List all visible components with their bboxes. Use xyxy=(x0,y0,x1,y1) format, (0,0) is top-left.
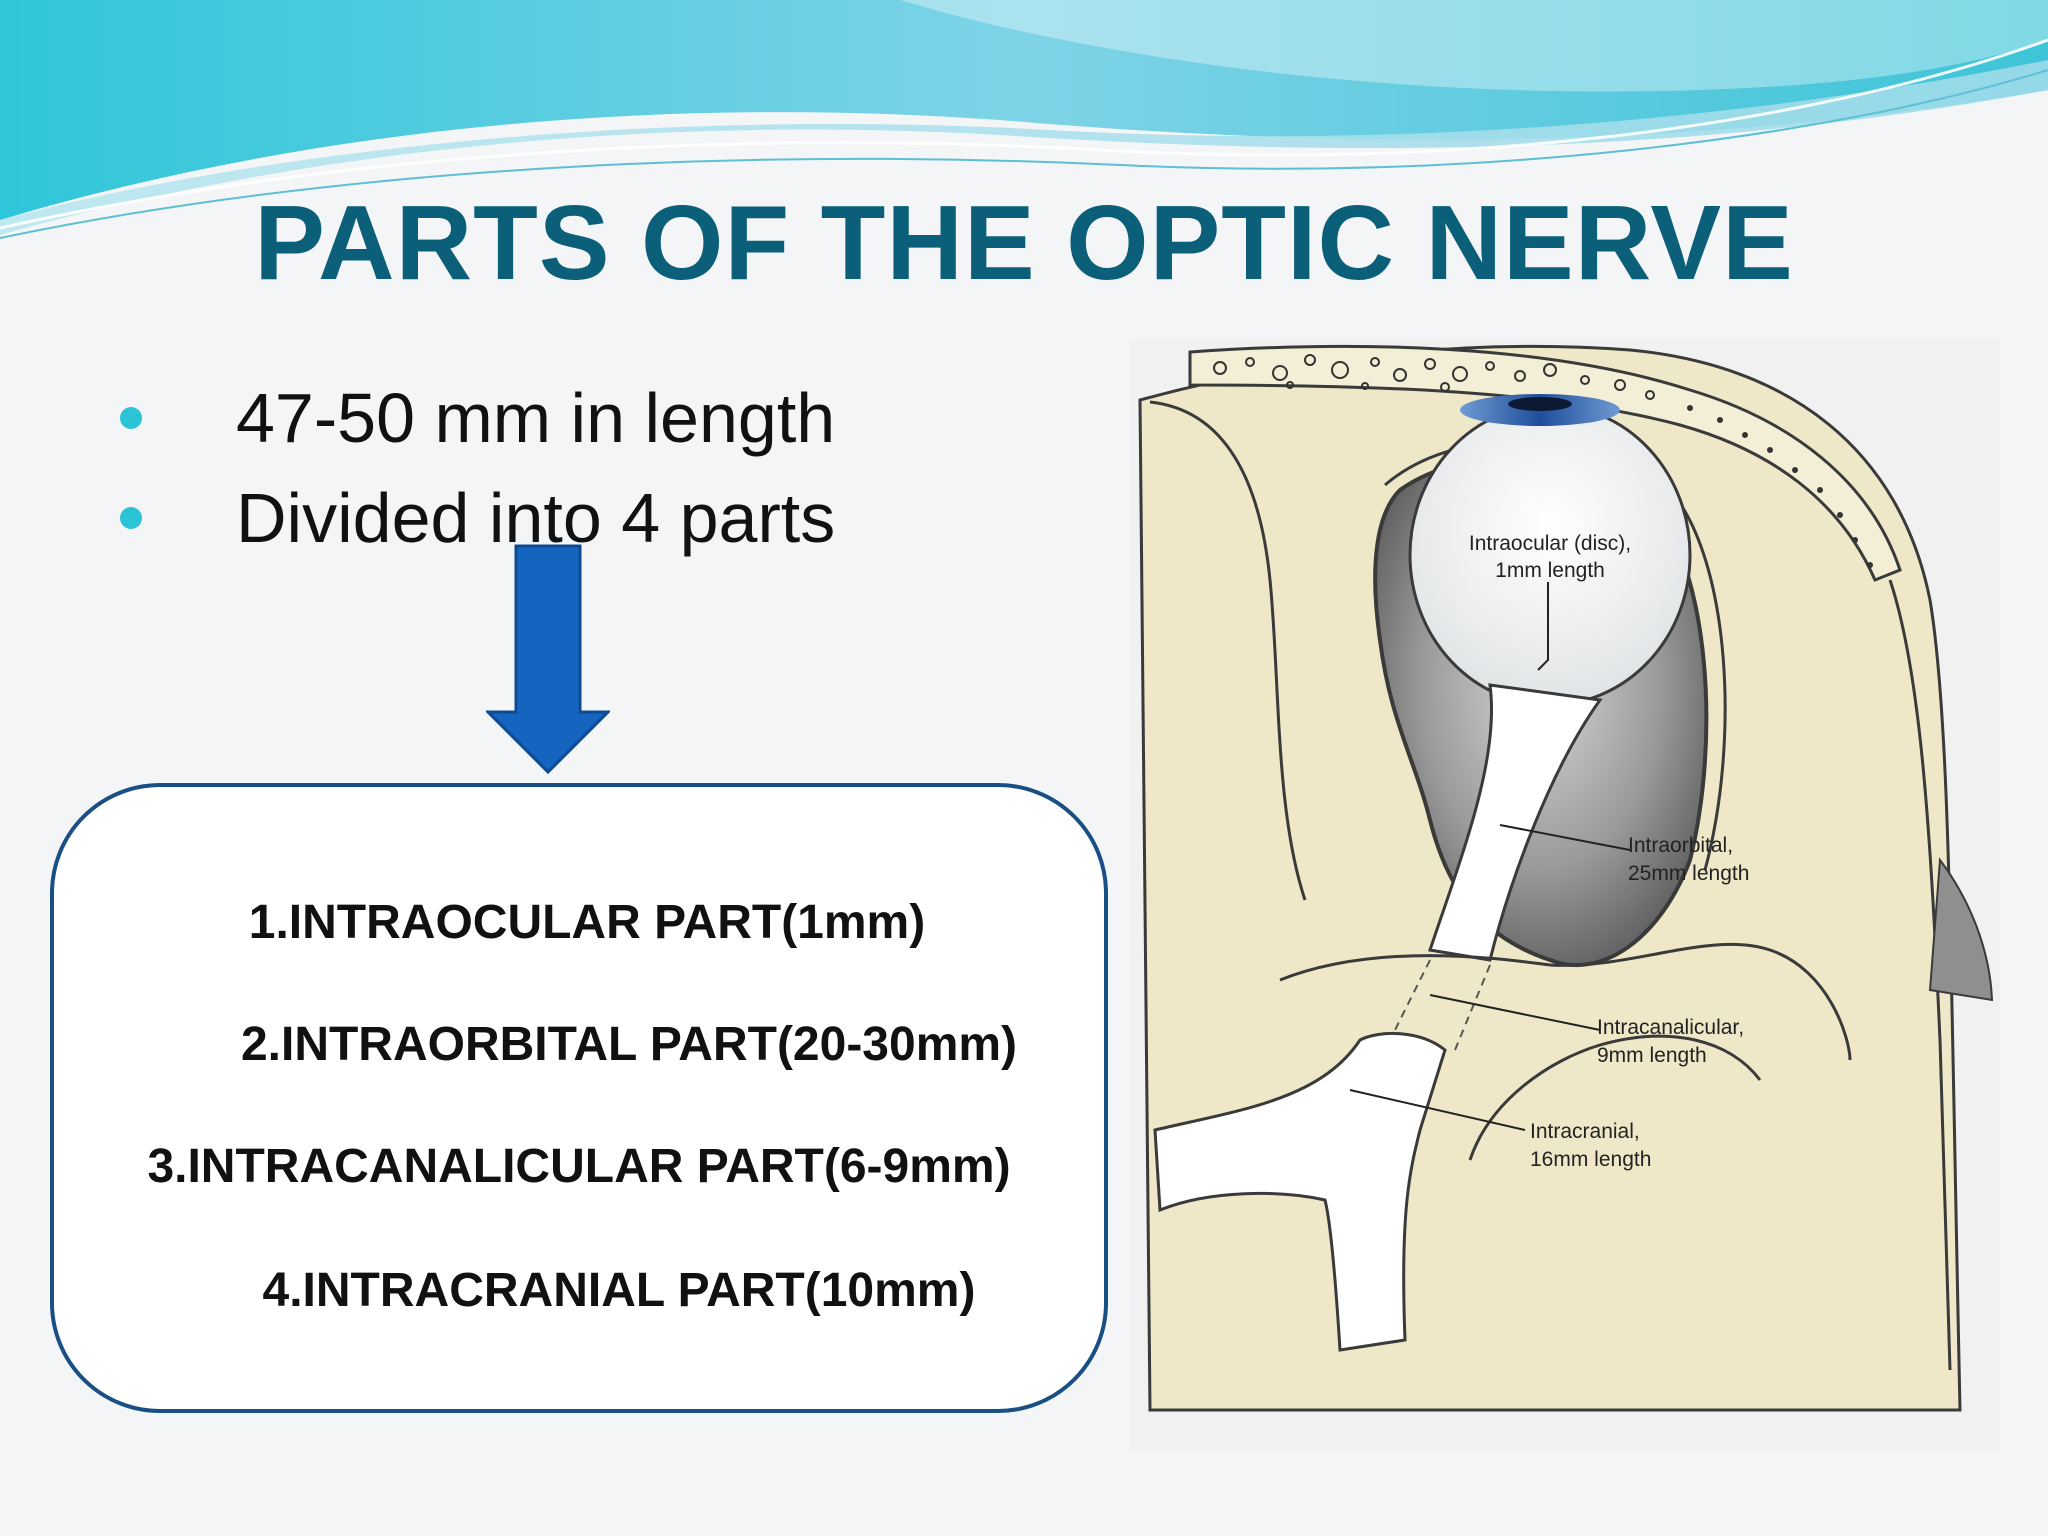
sinus-dots xyxy=(1687,405,1873,568)
label-intraorbital-1: Intraorbital, xyxy=(1628,834,1733,857)
parts-list-box: 1.INTRAOCULAR PART(1mm) 2.INTRAORBITAL P… xyxy=(50,783,1108,1413)
part-item-intracranial: 4.INTRACRANIAL PART(10mm) xyxy=(262,1264,976,1317)
part-item-intraocular: 1.INTRAOCULAR PART(1mm) xyxy=(248,896,926,949)
pupil xyxy=(1508,397,1572,411)
label-intracanalicular-1: Intracanalicular, xyxy=(1597,1016,1744,1039)
sinus-pores xyxy=(1213,354,1655,400)
slide-title: PARTS OF THE OPTIC NERVE xyxy=(254,184,1794,302)
label-intracranial-1: Intracranial, xyxy=(1530,1120,1640,1143)
label-intraocular-2: 1mm length xyxy=(1495,559,1605,582)
eyeball xyxy=(1408,403,1692,707)
bullet-item: 47-50 mm in length xyxy=(120,368,835,468)
bullet-icon xyxy=(120,507,142,529)
label-intracranial-2: 16mm length xyxy=(1530,1148,1651,1171)
optic-nerve-intracranial xyxy=(1153,1031,1447,1352)
frontal-bone xyxy=(1188,344,1902,582)
label-intracanalicular-2: 9mm length xyxy=(1597,1044,1707,1067)
bullet-icon xyxy=(120,407,142,429)
optic-nerve-intraorbital xyxy=(1428,683,1603,962)
bullet-text: Divided into 4 parts xyxy=(236,479,836,557)
optic-nerve-diagram: Intraocular (disc), 1mm length Intraorbi… xyxy=(1130,340,2000,1450)
part-item-intracanalicular: 3.INTRACANALICULAR PART(6-9mm) xyxy=(147,1140,1011,1193)
bullet-text: 47-50 mm in length xyxy=(236,379,836,457)
label-intraocular-1: Intraocular (disc), xyxy=(1469,532,1631,555)
label-intraorbital-2: 25mm length xyxy=(1628,862,1749,885)
down-arrow-icon xyxy=(486,544,610,774)
part-item-intraorbital: 2.INTRAORBITAL PART(20-30mm) xyxy=(240,1018,1018,1071)
header-waves xyxy=(0,0,2048,239)
bullet-list: 47-50 mm in length Divided into 4 parts xyxy=(120,368,835,568)
bullet-item: Divided into 4 parts xyxy=(120,468,835,568)
